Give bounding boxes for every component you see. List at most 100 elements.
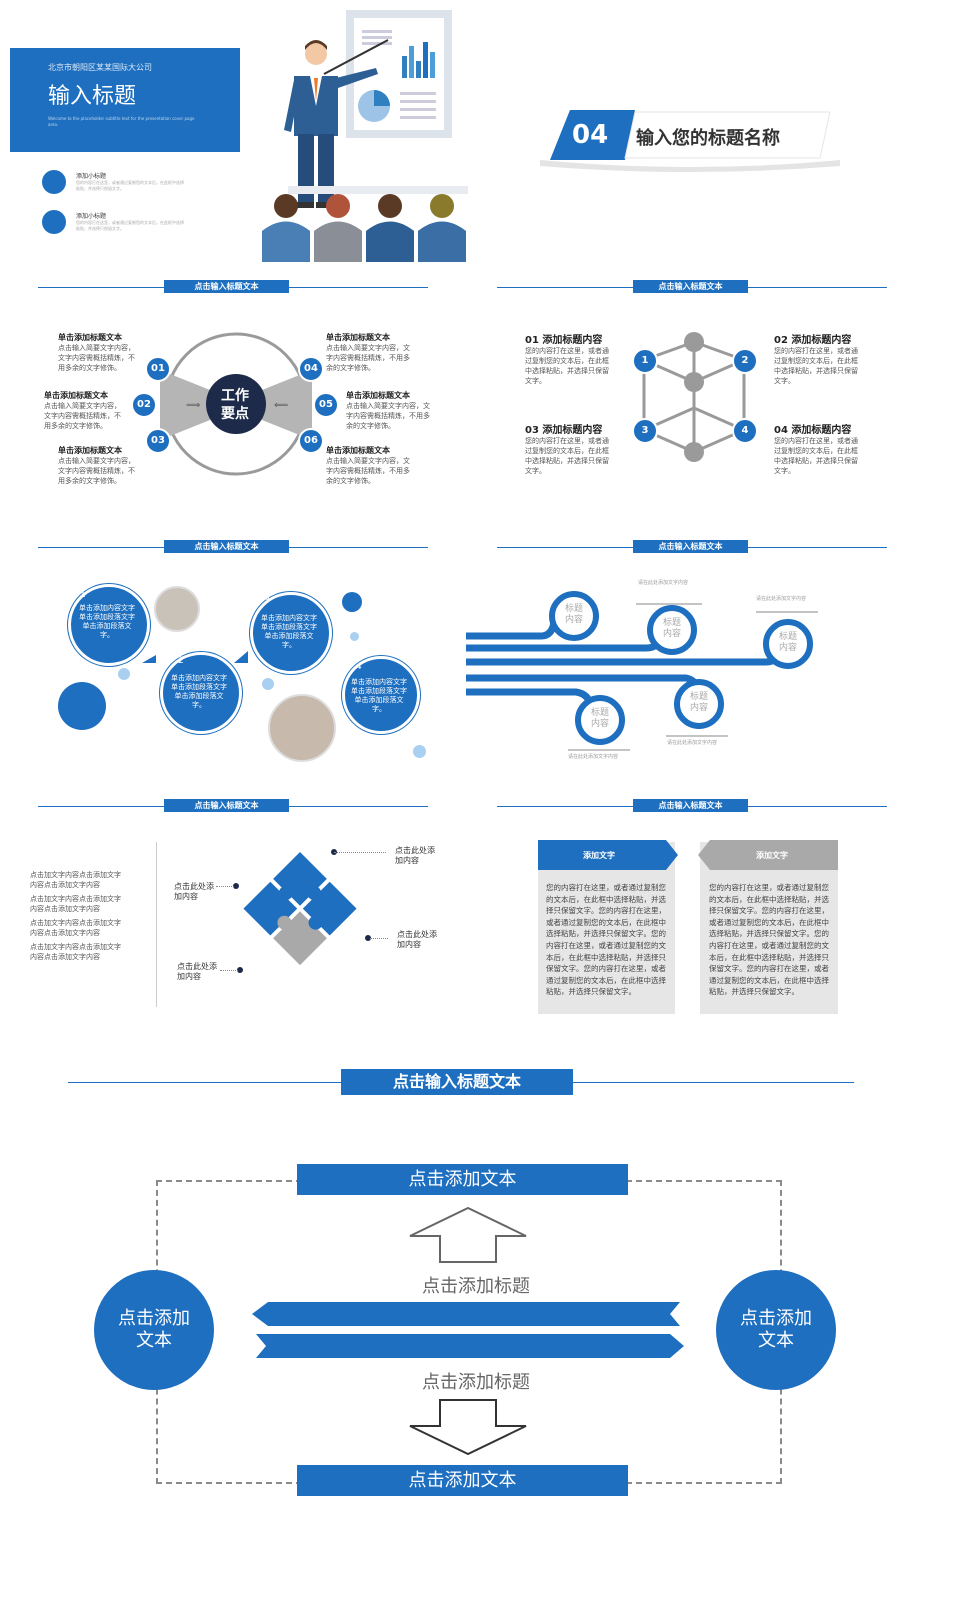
up-arrow-icon <box>409 1206 527 1263</box>
card-right-title[interactable]: 添加文字 <box>756 851 788 860</box>
left-circle[interactable] <box>94 1270 214 1390</box>
node-06: 06 <box>298 428 324 454</box>
item-03-desc: 点击输入简要文字内容，文字内容需概括精炼，不用多余的文字修饰。 <box>58 457 135 485</box>
bubble-1[interactable] <box>68 584 150 666</box>
cube-item-02: 02 添加标题内容 您的内容打在这里，或者通过复制您的文本后，在此框中选择粘贴，… <box>774 331 862 386</box>
card-left-title[interactable]: 添加文字 <box>583 851 615 860</box>
bubble-3[interactable] <box>250 592 332 674</box>
decor-dot <box>413 745 426 758</box>
left-circle-text: 点击添加文本 <box>118 1308 190 1351</box>
card-right-body: 您的内容打在这里，或者通过复制您的文本后，在此框中选择粘贴，并选择只保留文字。您… <box>709 883 829 997</box>
item-02-title: 单击添加标题文本 <box>44 391 108 400</box>
text-line: 点击加文字内容点击添加文字 <box>30 943 121 951</box>
cube-node-2: 2 <box>732 348 758 374</box>
timeline-label-2: 标题内容 <box>662 618 681 639</box>
timeline-note-3: 请在此处添加文字内容 <box>667 740 718 746</box>
decor-circle <box>342 592 362 612</box>
section-tag[interactable]: 点击输入标题文本 <box>633 799 748 812</box>
item-06: 单击添加标题文本 点击输入简要文字内容，文字内容需概括精炼，不用多余的文字修饰。 <box>326 445 410 486</box>
divider <box>156 842 157 1007</box>
bubble-4-num: 4 <box>356 662 362 672</box>
item-01-desc: 点击输入简要文字内容，文字内容需概括精炼，不用多余的文字修饰。 <box>58 344 135 372</box>
item-04: 单击添加标题文本 点击输入简要文字内容，文字内容需概括精炼，不用多余的文字修饰。 <box>326 332 410 373</box>
text-line: 点击加文字内容点击添加文字 <box>30 895 121 903</box>
node-03: 03 <box>145 428 171 454</box>
cube-item-01-desc: 您的内容打在这里，或者通过复制您的文本后，在此框中选择粘贴，并选择只保留文字。 <box>525 347 609 385</box>
section-tag[interactable]: 点击输入标题文本 <box>164 799 289 812</box>
section-tag[interactable]: 点击输入标题文本 <box>633 280 748 293</box>
bubble-2-num: 2 <box>178 656 184 666</box>
puzzle-diagram <box>233 849 371 973</box>
decor-dot <box>350 632 359 641</box>
calendar-icon <box>42 210 66 234</box>
callout-right: 点击此处添加内容 <box>397 930 437 949</box>
decor-circle <box>58 682 106 730</box>
item-04-desc: 点击输入简要文字内容，文字内容需概括精炼，不用多余的文字修饰。 <box>326 344 410 372</box>
section-tag[interactable]: 点击输入标题文本 <box>633 540 748 553</box>
cover-title: 输入标题 <box>48 84 137 109</box>
bubble-4[interactable] <box>342 656 420 734</box>
card-left-header <box>538 840 678 870</box>
bubble-4-text: 单击添加内容文字单击添加段落文字单击添加段落文字。 <box>351 678 407 713</box>
text-line: 内容点击添加文字内容 <box>30 905 100 913</box>
cube-item-03: 03 添加标题内容 您的内容打在这里，或者通过复制您的文本后，在此框中选择粘贴，… <box>525 421 613 476</box>
item-04-title: 单击添加标题文本 <box>326 333 390 342</box>
bubble-3-num: 3 <box>264 596 270 606</box>
item-05-title: 单击添加标题文本 <box>346 391 410 400</box>
work-points-diagram: ⟹ ⟸ <box>160 332 312 476</box>
center-label-2: 要点 <box>221 406 249 422</box>
company-name: 北京市朝阳区某某国际大公司 <box>48 63 152 72</box>
top-text-box[interactable]: 点击添加文本 <box>297 1164 628 1195</box>
item-05-desc: 点击输入简要文字内容，文字内容需概括精炼，不用多余的文字修饰。 <box>346 402 430 430</box>
timeline-label-4: 标题内容 <box>689 692 708 713</box>
item-05: 单击添加标题文本 点击输入简要文字内容，文字内容需概括精炼，不用多余的文字修饰。 <box>346 390 430 431</box>
bubble-2[interactable] <box>160 652 242 734</box>
double-arrow-bands <box>252 1302 684 1358</box>
svg-text:⟸: ⟸ <box>274 400 288 411</box>
text-line: 点击加文字内容点击添加文字 <box>30 919 121 927</box>
timeline-label-3: 标题内容 <box>778 632 797 653</box>
up-label: 点击添加标题 <box>422 1276 530 1297</box>
node-01: 01 <box>145 356 171 382</box>
presenter-illustration <box>262 10 468 262</box>
item-01-title: 单击添加标题文本 <box>58 333 122 342</box>
timeline-note-4: 请在此处添加文字内容 <box>568 754 619 760</box>
item-06-title: 单击添加标题文本 <box>326 446 390 455</box>
item-03-title: 单击添加标题文本 <box>58 446 122 455</box>
chapter-number: 04 <box>572 120 609 150</box>
subtitle-item-1: 添加小标题 <box>76 173 107 180</box>
bottom-text-box[interactable]: 点击添加文本 <box>297 1465 628 1496</box>
item-02: 单击添加标题文本 点击输入简要文字内容，文字内容需概括精炼，不用多余的文字修饰。 <box>44 390 126 431</box>
item-03: 单击添加标题文本 点击输入简要文字内容，文字内容需概括精炼，不用多余的文字修饰。 <box>58 445 140 486</box>
section-tag-large[interactable]: 点击输入标题文本 <box>341 1069 573 1095</box>
svg-text:⟹: ⟹ <box>186 400 200 411</box>
cube-node-4: 4 <box>732 418 758 444</box>
timeline-note-1: 请在此处添加文字内容 <box>638 580 689 586</box>
right-circle[interactable] <box>716 1270 836 1390</box>
bubble-1-num: 1 <box>80 590 86 600</box>
text-card-right <box>700 842 838 1014</box>
card-right-header <box>698 840 838 870</box>
down-label: 点击添加标题 <box>422 1372 530 1393</box>
text-line: 内容点击添加文字内容 <box>30 953 100 961</box>
callout-dotline <box>216 886 234 887</box>
bubble-1-text: 单击添加内容文字单击添加段落文字单击添加段落文字。 <box>79 604 135 639</box>
cube-node-1: 1 <box>632 348 658 374</box>
item-01: 单击添加标题文本 点击输入简要文字内容，文字内容需概括精炼，不用多余的文字修饰。 <box>58 332 140 373</box>
node-02: 02 <box>131 392 157 418</box>
section-tag[interactable]: 点击输入标题文本 <box>164 540 289 553</box>
cube-item-04: 04 添加标题内容 您的内容打在这里，或者通过复制您的文本后，在此框中选择粘贴，… <box>774 421 862 476</box>
timeline-label-1: 标题内容 <box>564 604 583 625</box>
chapter-banner <box>540 110 840 172</box>
section-tag[interactable]: 点击输入标题文本 <box>164 280 289 293</box>
cube-item-04-desc: 您的内容打在这里，或者通过复制您的文本后，在此框中选择粘贴，并选择只保留文字。 <box>774 437 858 475</box>
photo-calculator <box>268 694 336 762</box>
cube-item-03-desc: 您的内容打在这里，或者通过复制您的文本后，在此框中选择粘贴，并选择只保留文字。 <box>525 437 609 475</box>
callout-top-right: 点击此处添加内容 <box>395 846 435 865</box>
callout-dotline <box>370 938 388 939</box>
stage-icon <box>42 170 66 194</box>
cover-subtext: Welcome to the placeholder subtitle text… <box>48 116 195 127</box>
photo-women <box>154 586 200 632</box>
timeline-lines <box>466 591 818 751</box>
bubble-3-text: 单击添加内容文字单击添加段落文字单击添加段落文字。 <box>261 614 317 649</box>
